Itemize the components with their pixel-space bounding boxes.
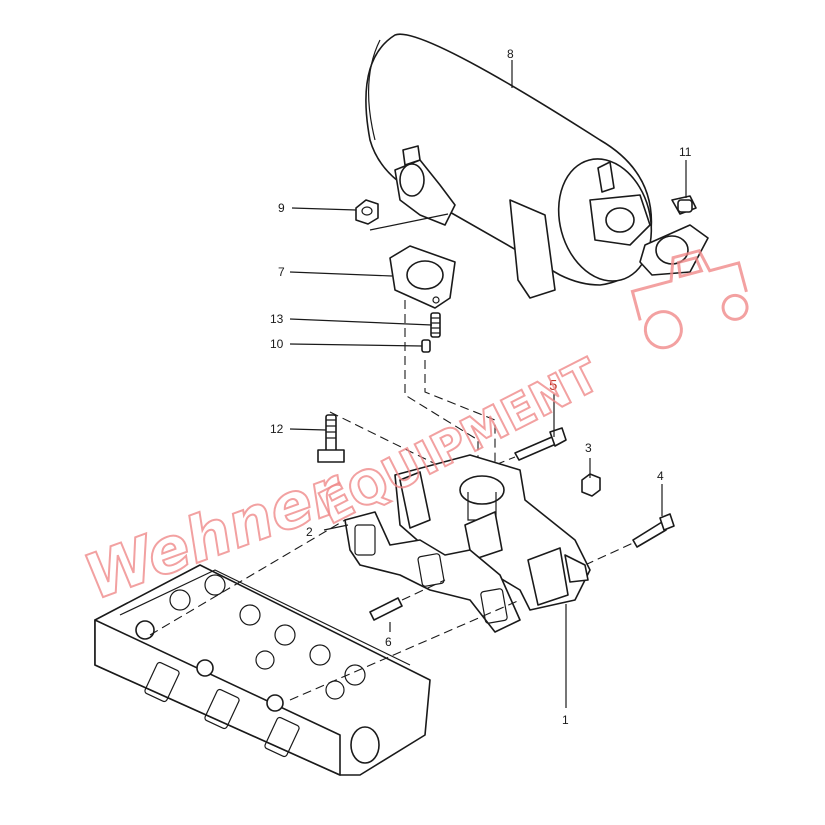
alignment-line-upper-b bbox=[424, 360, 496, 470]
bolt-4 bbox=[584, 513, 675, 566]
nut-9 bbox=[355, 199, 379, 225]
muffler bbox=[365, 33, 653, 299]
callout-4: 4 bbox=[657, 469, 664, 483]
stud-6 bbox=[369, 579, 446, 621]
callout-8: 8 bbox=[507, 47, 514, 61]
gasket-7 bbox=[389, 245, 456, 309]
spacer-10 bbox=[421, 339, 431, 353]
callout-13: 13 bbox=[270, 312, 284, 326]
callout-3: 3 bbox=[585, 441, 592, 455]
tractor-icon bbox=[630, 248, 749, 350]
callout-5: 5 bbox=[549, 377, 557, 394]
callout-1: 1 bbox=[562, 713, 569, 727]
callout-10: 10 bbox=[270, 337, 284, 351]
bolt-12 bbox=[317, 414, 345, 463]
bolt-11 bbox=[671, 195, 697, 215]
callouts: 8 11 9 7 13 10 12 5 3 4 2 6 1 bbox=[270, 47, 692, 727]
nut-3 bbox=[581, 473, 601, 497]
callout-9: 9 bbox=[278, 201, 285, 215]
alignment-line-head-a bbox=[149, 519, 346, 636]
alignment-line-upper bbox=[404, 300, 479, 470]
leader-lines bbox=[289, 60, 687, 708]
callout-12: 12 bbox=[270, 422, 284, 436]
callout-7: 7 bbox=[278, 265, 285, 279]
exhaust-manifold bbox=[394, 454, 591, 611]
callout-11: 11 bbox=[679, 145, 692, 159]
gasket-2 bbox=[344, 511, 521, 633]
stud-13 bbox=[430, 312, 441, 338]
callout-2: 2 bbox=[306, 525, 313, 539]
callout-6: 6 bbox=[385, 635, 392, 649]
